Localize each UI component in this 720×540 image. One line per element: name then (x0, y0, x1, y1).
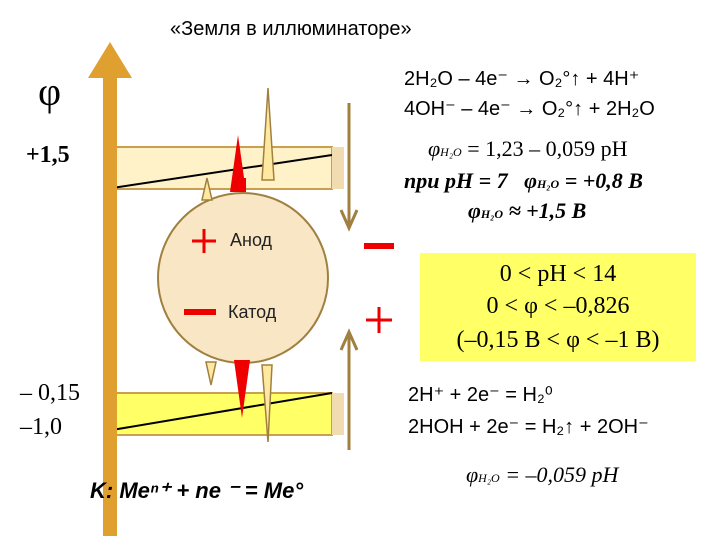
bottom-flame-small (205, 361, 217, 386)
ph-range-line-1: 0 < pH < 14 (499, 261, 617, 287)
level-label-bottom-1: – 0,15 (20, 380, 80, 406)
cathode-reaction-2: 2HOH + 2e⁻ = H₂↑ + 2OH⁻ (408, 416, 649, 438)
cathode-minus (184, 309, 216, 315)
bottom-flame-large (261, 364, 273, 443)
top-flame-small (201, 177, 213, 201)
down-arrow-head (339, 209, 359, 232)
cathode-metal-reaction: K: Meⁿ⁺ + ne ⁻ = Me° (90, 478, 304, 503)
right-frame-top (332, 147, 344, 189)
cathode-formula: φH₂O = –0,059 pH (466, 462, 618, 488)
level-label-top: +1,5 (26, 142, 70, 168)
cathode-formula-sub: H₂O (478, 471, 500, 485)
anode-formula-1-lhs: φ (428, 136, 441, 161)
ph-range-line-3: (–0,15 B < φ < –1 B) (456, 327, 660, 353)
ph-range-box: 0 < pH < 14 0 < φ < –0,826 (–0,15 B < φ … (420, 253, 696, 361)
anode-spike (230, 135, 246, 192)
anode-formula-1-rhs: = 1,23 – 0,059 pH (467, 136, 628, 161)
anode-formula-2-prefix: при pH = 7 (404, 168, 508, 193)
cathode-formula-rhs: = –0,059 pH (505, 462, 619, 487)
down-arrow-minus (364, 243, 394, 249)
anode-formula-3-rhs: ≈ +1,5 B (508, 198, 587, 223)
cathode-reaction-1: 2H⁺ + 2e⁻ = H₂⁰ (408, 384, 553, 406)
cathode-spike (234, 360, 250, 418)
cathode-formula-lhs: φ (466, 462, 479, 487)
anode-formula-3: φH₂O ≈ +1,5 B (468, 198, 586, 224)
anode-formula-2-rhs: = +0,8 B (564, 168, 643, 193)
axis-arrowhead (88, 42, 132, 78)
anode-formula-2-lhs: φ (524, 168, 537, 193)
anode-potential-line (111, 154, 333, 189)
axis-label-phi: φ (38, 69, 62, 114)
top-flame-large (261, 87, 275, 181)
anode-formula-3-sub: H₂O (480, 207, 504, 221)
level-label-bottom-2: –1,0 (20, 414, 62, 440)
right-frame-bottom (332, 393, 344, 435)
page-title: «Земля в иллюминаторе» (170, 18, 412, 40)
anode-formula-1: φH₂O = 1,23 – 0,059 pH (428, 136, 627, 162)
cathode-label: Катод (228, 302, 277, 322)
anode-label: Анод (230, 230, 273, 250)
anode-formula-3-lhs: φ (468, 198, 481, 223)
electrolysis-cell (157, 192, 329, 364)
anode-formula-2-sub: H₂O (537, 177, 560, 191)
anode-formula-2: при pH = 7 φH₂O = +0,8 B (404, 168, 643, 194)
anode-formula-1-sub: H₂O (440, 145, 462, 159)
anode-spike-base (232, 178, 246, 192)
anode-reaction-2: 4OH⁻ – 4e⁻ → O₂°↑ + 2H₂O (404, 98, 655, 120)
up-arrow-head (339, 328, 359, 351)
ph-range-line-2: 0 < φ < –0,826 (486, 293, 630, 319)
anode-reaction-1: 2H₂O – 4e⁻ → O₂°↑ + 4H⁺ (404, 68, 640, 90)
potential-axis (103, 66, 117, 536)
cathode-potential-line (111, 392, 333, 431)
